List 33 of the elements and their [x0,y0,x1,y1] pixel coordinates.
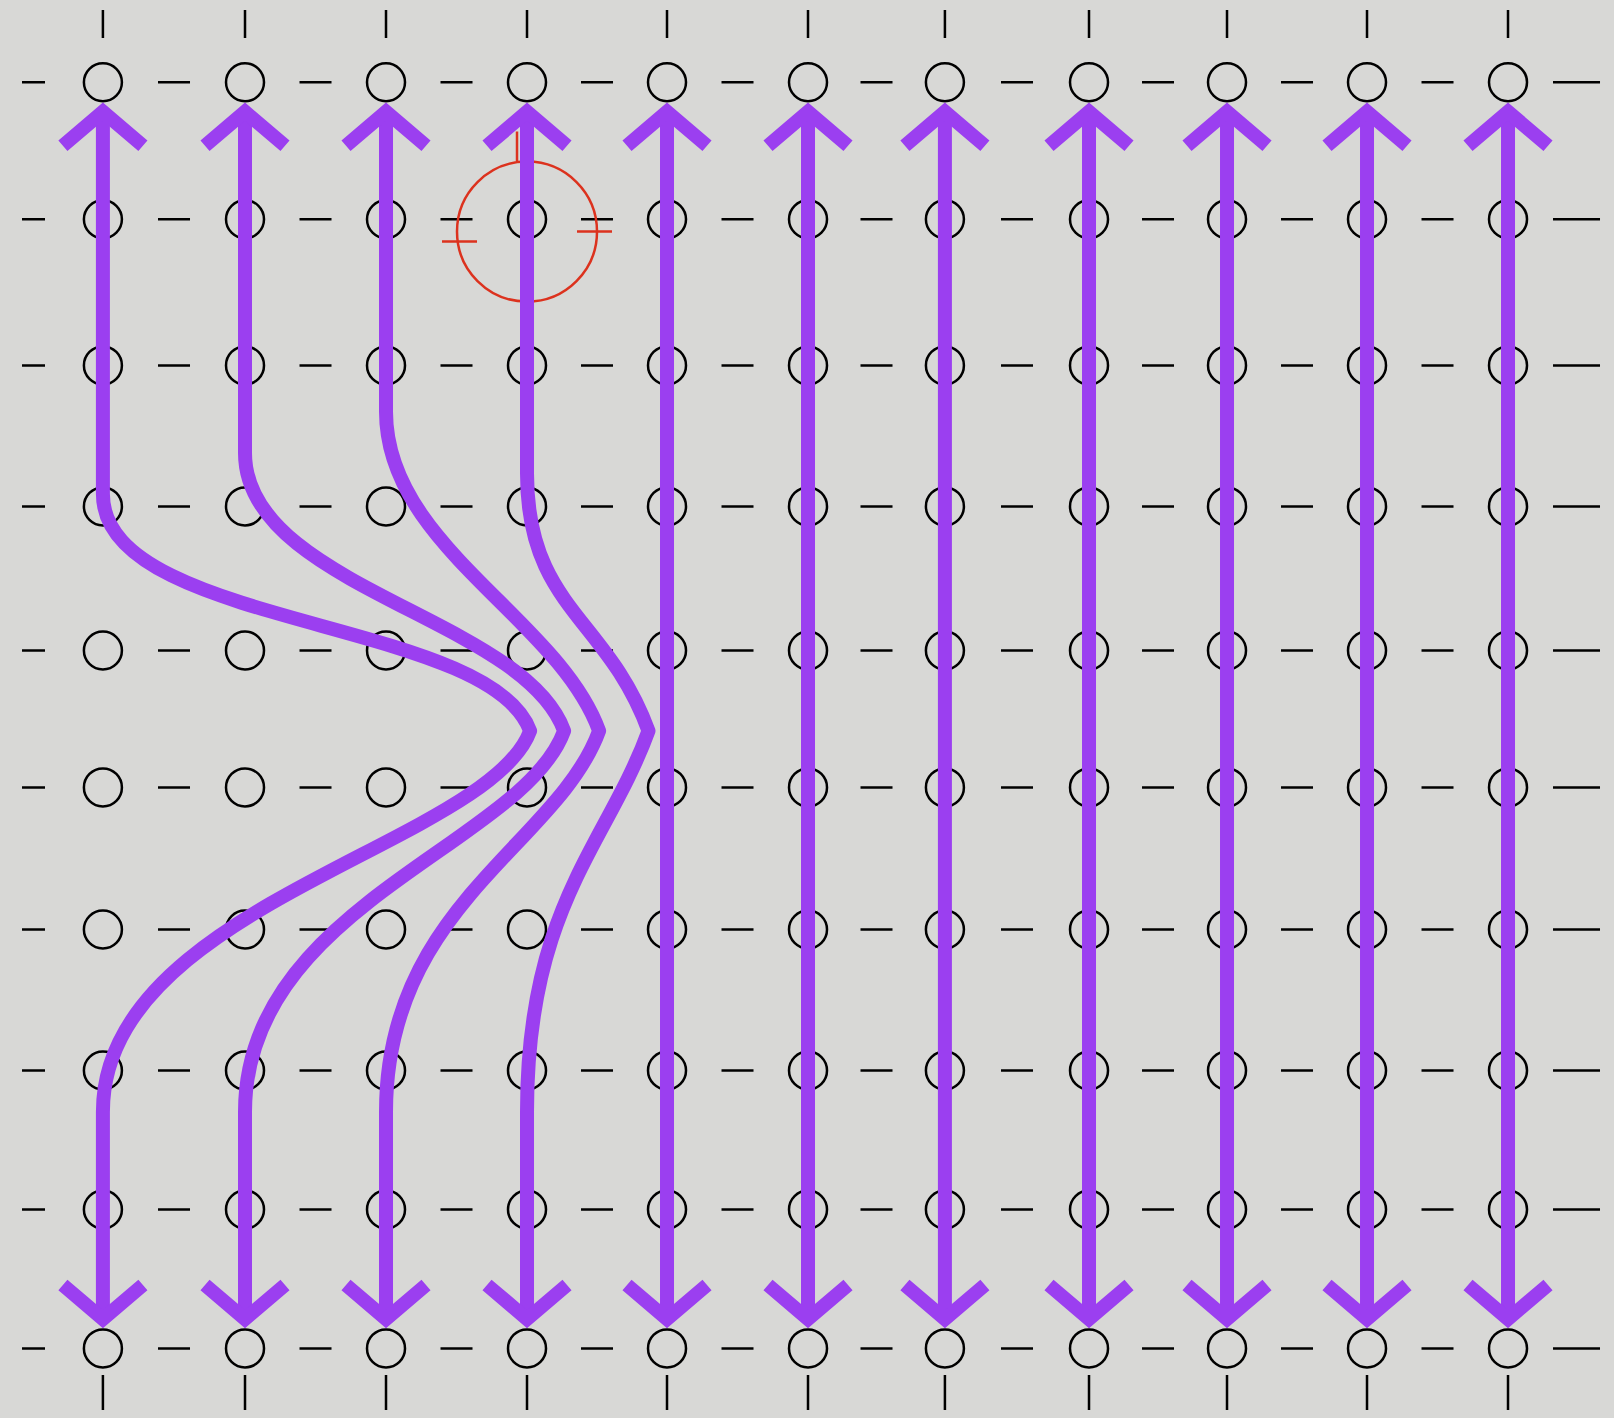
grid-circle [82,1328,124,1369]
arrow [763,102,853,1329]
grid-circle [1487,1328,1529,1369]
grid-circle [1346,62,1388,103]
arrow [1322,102,1412,1329]
arrow [622,102,712,1329]
grid-circle [1068,62,1110,103]
arrow [482,102,656,1329]
grid-circle [1068,1328,1110,1369]
arrow [200,102,572,1329]
grid-circle [1206,62,1248,103]
arrow [58,102,538,1329]
grid-circle [924,1328,966,1369]
grid-circle [787,62,829,103]
arrow [900,102,990,1329]
grid-circle [787,1328,829,1369]
grid-circle [506,1328,548,1369]
grid-circle [224,1328,266,1369]
grid-circle [365,1328,407,1369]
grid-circle [365,62,407,103]
arrow [1044,102,1134,1329]
arrow [341,102,607,1329]
arrow [1463,102,1553,1329]
grid-circle [1487,62,1529,103]
grid-circle [1206,1328,1248,1369]
grid-circle [646,62,688,103]
grid-circle [924,62,966,103]
grid-circle [224,62,266,103]
grid-circle [646,1328,688,1369]
grid-circle [82,62,124,103]
grid-circle [1346,1328,1388,1369]
grid-circle [506,62,548,103]
arrow [1182,102,1272,1329]
